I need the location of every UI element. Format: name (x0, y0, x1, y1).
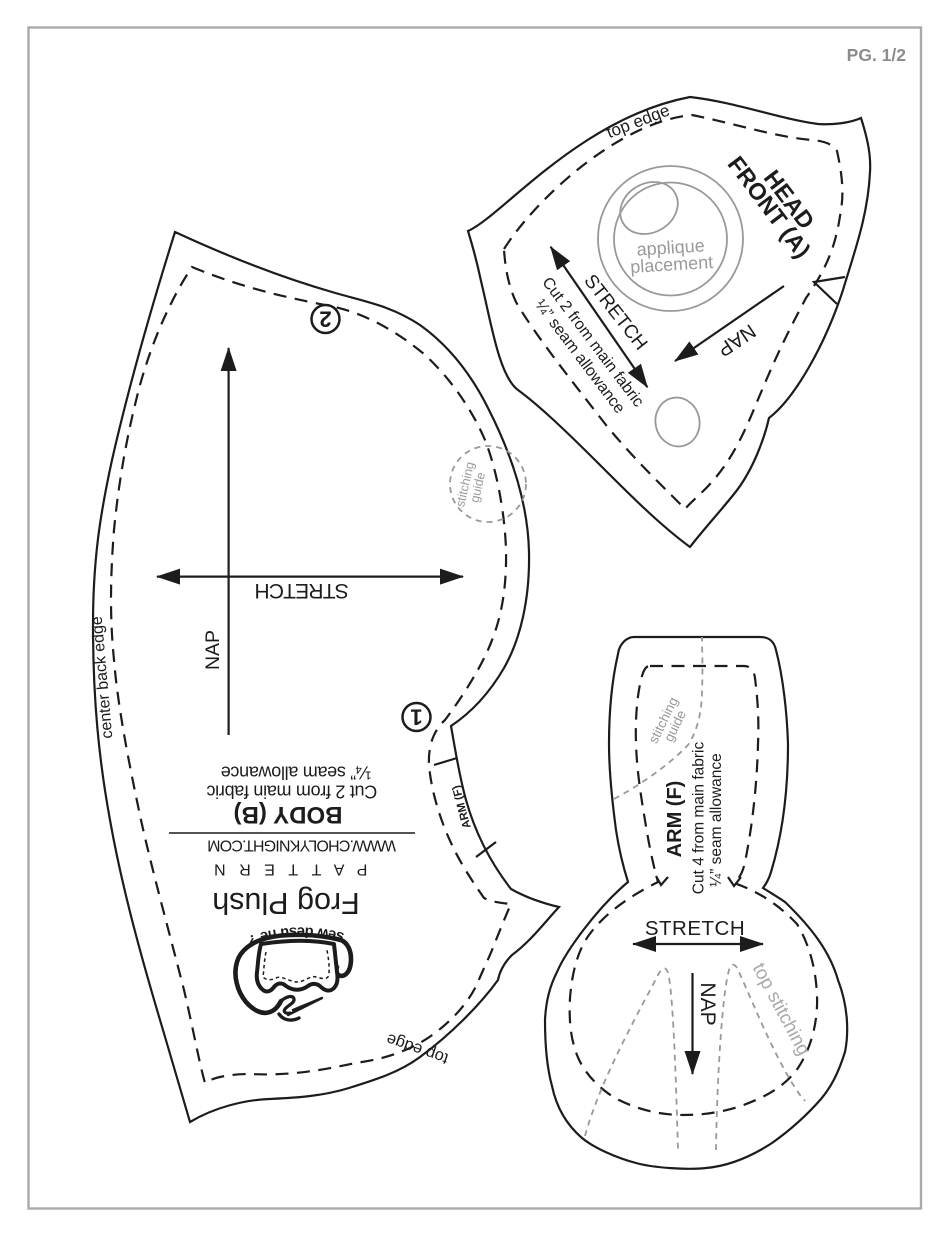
svg-text:Frog Plush: Frog Plush (212, 886, 359, 920)
svg-text:¼” seam allowance: ¼” seam allowance (708, 753, 725, 887)
svg-text:¼” seam allowance: ¼” seam allowance (221, 763, 371, 783)
svg-text:ARM (F): ARM (F) (664, 781, 686, 858)
svg-text:Cut 2 from main fabric: Cut 2 from main fabric (206, 782, 377, 802)
svg-text:BODY (B): BODY (B) (234, 801, 343, 828)
svg-text:guide: guide (468, 471, 489, 504)
svg-text:PG. 1/2: PG. 1/2 (847, 45, 907, 65)
svg-text:NAP: NAP (696, 982, 719, 1025)
svg-text:STRETCH: STRETCH (255, 579, 349, 602)
svg-text:1: 1 (410, 705, 422, 730)
svg-text:WWW.CHOLYKNIGHT.COM: WWW.CHOLYKNIGHT.COM (208, 837, 397, 854)
svg-text:PATTERN: PATTERN (201, 861, 368, 878)
svg-text:STRETCH: STRETCH (645, 917, 745, 940)
svg-text:NAP: NAP (202, 630, 224, 670)
svg-text:Cut 4 from main fabric: Cut 4 from main fabric (691, 742, 708, 895)
svg-text:2: 2 (319, 307, 331, 332)
